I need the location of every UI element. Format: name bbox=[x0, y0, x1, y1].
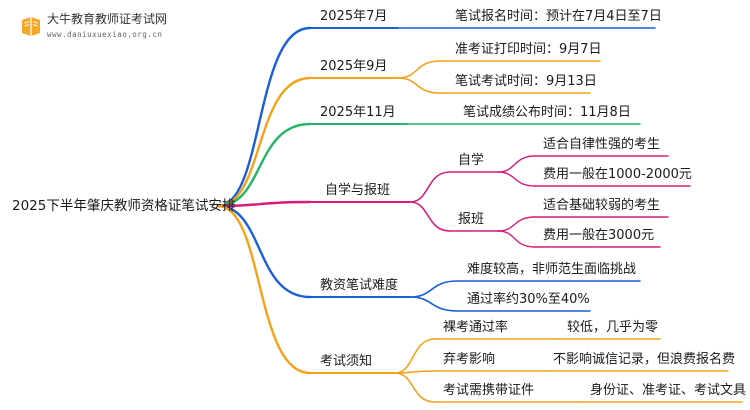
branch-label: 2025年9月 bbox=[320, 59, 388, 74]
leaf-label: 较低，几乎为零 bbox=[567, 320, 659, 335]
sub-branch-connector bbox=[409, 171, 451, 203]
branch-connector bbox=[216, 204, 312, 299]
branch-connector bbox=[216, 26, 312, 208]
sub-branch-connector bbox=[394, 338, 436, 374]
sub-branch-label: 裸考通过率 bbox=[443, 320, 509, 335]
leaf-label: 费用一般在3000元 bbox=[543, 228, 655, 243]
sub-branch-connector bbox=[409, 201, 451, 232]
leaf-label: 难度较高，非师范生面临挑战 bbox=[467, 262, 637, 277]
sub-branch-label: 考试需携带证件 bbox=[443, 383, 535, 398]
branch-connector bbox=[216, 204, 312, 375]
branch-connector bbox=[216, 122, 312, 208]
leaf-connector bbox=[497, 171, 536, 187]
leaf-label: 笔试报名时间：预计在7月4日至7日 bbox=[455, 9, 662, 24]
leaf-label: 身份证、准考证、考试文具 bbox=[590, 383, 747, 398]
leaf-connector bbox=[409, 280, 459, 298]
leaf-connector bbox=[497, 230, 536, 248]
sub-branch-label: 自学 bbox=[458, 153, 485, 168]
leaf-connector bbox=[397, 77, 441, 94]
branch-label: 教资笔试难度 bbox=[320, 278, 399, 293]
leaf-label: 笔试成绩公布时间：11月8日 bbox=[463, 105, 631, 120]
sub-branch-label: 弃考影响 bbox=[443, 352, 496, 367]
leaf-label: 准考证打印时间：9月7日 bbox=[455, 42, 602, 57]
leaf-connector bbox=[497, 216, 536, 232]
leaf-connector bbox=[497, 155, 536, 173]
branch-connector bbox=[216, 200, 312, 208]
leaf-connector bbox=[409, 296, 459, 312]
branch-connector bbox=[216, 76, 312, 208]
logo-subtitle: www.daniuxuexiao.org.cn bbox=[47, 30, 163, 39]
branch-label: 考试须知 bbox=[320, 354, 373, 369]
book-logo-icon bbox=[22, 17, 40, 36]
branch-label: 2025年7月 bbox=[320, 9, 388, 24]
logo-title: 大牛教育教师证考试网 bbox=[47, 12, 168, 26]
root-topic: 2025下半年肇庆教师资格证笔试安排 bbox=[12, 198, 236, 214]
branch-label: 自学与报班 bbox=[325, 183, 391, 198]
leaf-label: 费用一般在1000-2000元 bbox=[543, 167, 692, 182]
leaf-connector bbox=[397, 60, 441, 79]
leaf-label: 通过率约30%至40% bbox=[467, 292, 590, 307]
leaf-label: 不影响诚信记录，但浪费报名费 bbox=[553, 352, 736, 367]
branch-label: 2025年11月 bbox=[320, 105, 396, 120]
leaf-label: 适合自律性强的考生 bbox=[543, 137, 661, 152]
sub-branch-label: 报班 bbox=[458, 212, 485, 227]
leaf-label: 适合基础较弱的考生 bbox=[543, 198, 661, 213]
leaf-label: 笔试考试时间：9月13日 bbox=[455, 74, 597, 89]
sub-branch-connector bbox=[394, 372, 436, 403]
